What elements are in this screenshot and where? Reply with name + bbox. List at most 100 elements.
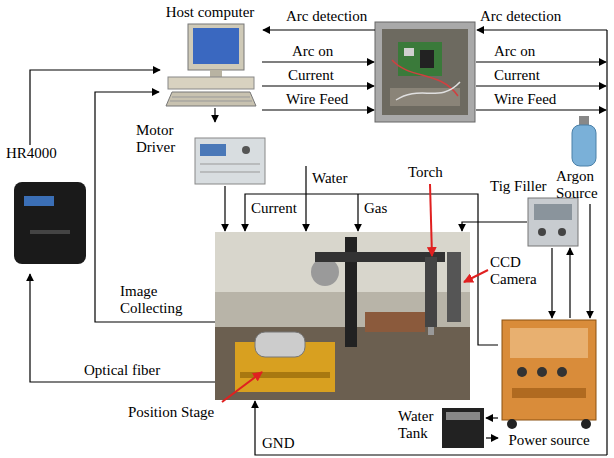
signal-wires-part — [305, 166, 306, 231]
signal-wires-part — [30, 274, 215, 382]
computer-icon — [166, 24, 256, 106]
hr4000-icon — [14, 182, 86, 264]
device-label: Water Tank — [398, 408, 440, 442]
signal-label: Wire Feed — [494, 91, 556, 108]
signal-label: GND — [262, 435, 295, 452]
tig-filler-icon-part — [558, 228, 566, 236]
control-box-photo-part — [398, 42, 442, 76]
power-source-icon-part — [581, 419, 591, 429]
signal-wires-part — [263, 29, 375, 30]
power-source-icon-part — [510, 328, 588, 358]
device-label: Tig Filler — [490, 178, 547, 195]
callout-arrows-part — [464, 270, 488, 282]
device-node: HR4000 — [4, 145, 94, 273]
signal-wires-part — [606, 30, 607, 455]
tig-filler-icon-part — [528, 198, 578, 246]
hr4000-icon-part — [30, 230, 70, 234]
welding-station-photo-part — [215, 327, 470, 400]
welding-station-photo-part — [428, 327, 434, 335]
welding-station-photo-part — [365, 312, 425, 332]
power-source-icon — [502, 320, 596, 429]
computer-icon-part — [210, 70, 222, 77]
argon-cylinder-part — [572, 125, 596, 166]
device-label: Host computer — [160, 4, 260, 21]
signal-wires-part — [262, 61, 374, 62]
motor-driver-icon-part — [195, 138, 265, 184]
signal-wires-part — [357, 194, 358, 231]
welding-station-photo-part — [215, 232, 470, 400]
device-node: Argon Source — [556, 116, 605, 204]
welding-station-photo — [215, 232, 470, 400]
signal-wires-part — [224, 186, 225, 231]
signal-label: Gas — [364, 200, 387, 217]
signal-wires-part — [95, 92, 215, 322]
connector — [486, 417, 498, 418]
water-tank-icon-part — [446, 412, 480, 420]
water-tank-icon-part — [442, 408, 484, 448]
signal-label: Current — [251, 200, 297, 217]
control-box-photo — [375, 22, 475, 122]
signal-label: Torch — [408, 164, 443, 181]
signal-wires-part — [476, 109, 606, 110]
device-node: Power source — [498, 318, 601, 452]
motor-driver-icon-part — [200, 164, 260, 165]
control-box-photo-part — [382, 29, 468, 115]
signal-label: CCD Camera — [490, 254, 542, 288]
power-source-icon-part — [517, 367, 527, 377]
computer-icon-part — [188, 24, 244, 70]
signal-label: Current — [494, 67, 540, 84]
signal-wires — [30, 30, 607, 455]
signal-wires-part — [245, 194, 498, 345]
device-node: Water Tank — [396, 402, 486, 452]
signal-label: Water — [312, 170, 347, 187]
callout-arrows — [222, 184, 488, 402]
hr4000-icon-part — [14, 182, 86, 264]
signal-label: Arc on — [292, 43, 333, 60]
power-source-icon-part — [502, 320, 596, 420]
power-source-icon-part — [537, 367, 547, 377]
connector — [551, 248, 552, 318]
motor-driver-icon — [195, 138, 265, 184]
device-label: Argon Source — [556, 168, 604, 202]
hr4000-icon-part — [24, 196, 54, 206]
signal-label: Position Stage — [128, 404, 214, 421]
callout-arrows-part — [430, 184, 432, 256]
signal-wires-part — [262, 109, 374, 110]
power-source-icon-part — [557, 367, 567, 377]
tig-filler-icon-part — [538, 228, 546, 236]
motor-driver-icon-part — [242, 146, 250, 154]
signal-label: Image Collecting — [120, 283, 192, 317]
motor-driver-icon-part — [200, 172, 260, 173]
computer-icon-part — [168, 77, 254, 89]
signal-wires-part — [477, 29, 607, 30]
power-source-icon-part — [512, 388, 586, 398]
power-source-icon-part — [507, 419, 517, 429]
control-box-photo-part — [420, 50, 434, 68]
control-box-photo-part — [375, 22, 475, 122]
water-tank-icon — [442, 408, 484, 448]
connector — [589, 204, 590, 318]
signal-label: Arc detection — [286, 8, 367, 25]
device-label: Power source — [498, 432, 600, 449]
tig-filler-icon-part — [534, 204, 572, 220]
welding-station-photo-part — [240, 372, 330, 378]
computer-icon-part — [166, 92, 256, 106]
welding-station-photo-part — [311, 258, 339, 286]
signal-label: Arc on — [494, 43, 535, 60]
control-box-photo-part — [404, 48, 414, 56]
device-label: Motor Driver — [136, 122, 188, 156]
signal-label: Arc detection — [480, 8, 561, 25]
welding-station-photo-part — [255, 332, 305, 357]
signal-wires-part — [262, 85, 374, 86]
signal-label: Current — [288, 67, 334, 84]
computer-icon-part — [193, 28, 239, 64]
device-label: HR4000 — [6, 145, 57, 162]
motor-driver-icon-part — [200, 144, 226, 156]
welding-station-photo-part — [425, 257, 437, 327]
signal-label: Optical fiber — [84, 362, 160, 379]
signal-wires-part — [462, 222, 527, 231]
welding-station-photo-part — [447, 252, 461, 322]
device-node: Motor Driver — [136, 122, 268, 186]
argon-cylinder — [572, 116, 596, 166]
